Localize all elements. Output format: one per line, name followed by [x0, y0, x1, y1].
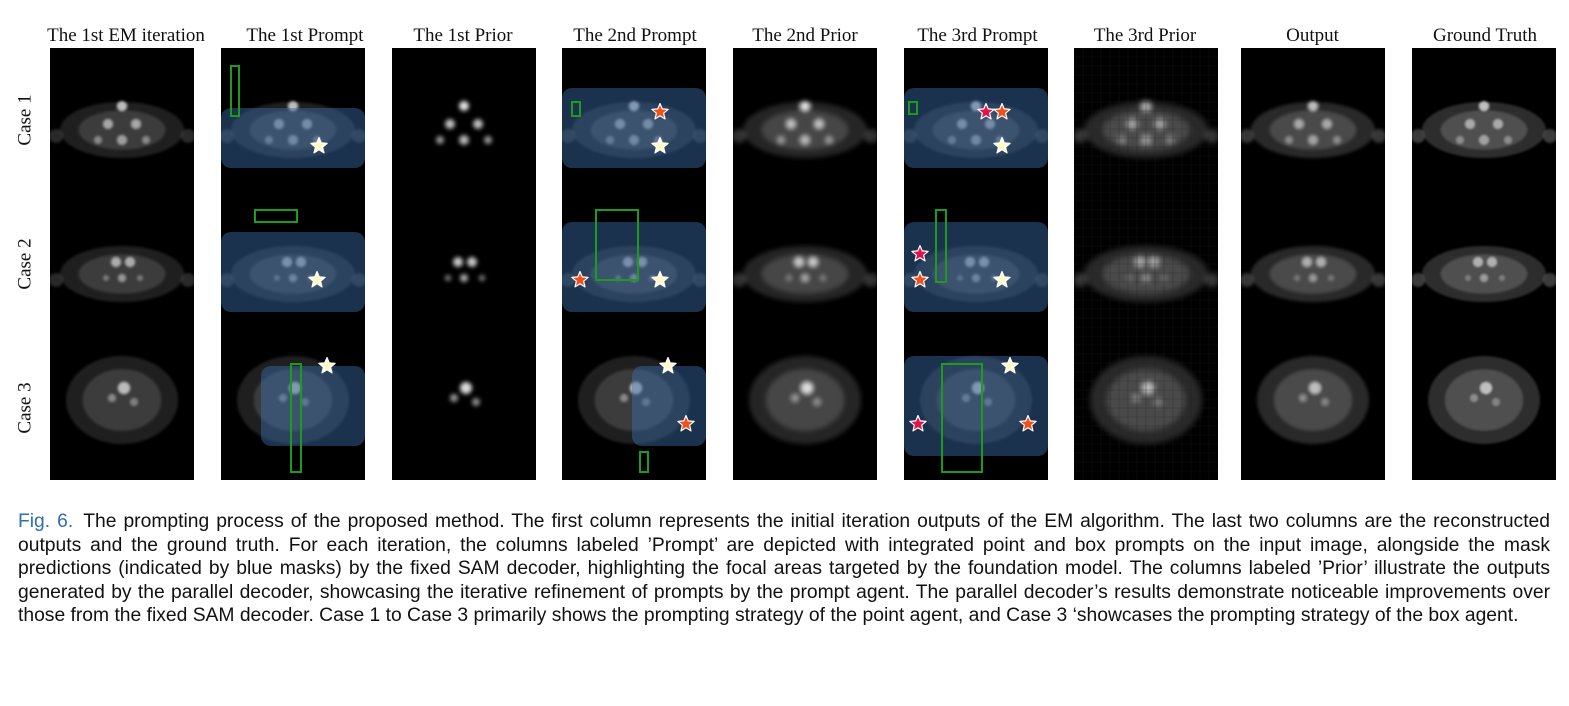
column-title-1st-prior: The 1st Prior: [413, 25, 513, 46]
image-cell: [392, 336, 536, 480]
box-prompt: [935, 209, 947, 283]
point-prompt-star-icon: [1019, 414, 1037, 432]
point-prompt-star-icon: [651, 270, 669, 288]
column-title-3rd-prompt: The 3rd Prompt: [917, 25, 1038, 46]
point-prompt-star-icon: [911, 244, 929, 262]
mask-overlay: [261, 366, 365, 446]
box-prompt: [290, 363, 302, 473]
point-prompt-star-icon: [318, 356, 336, 374]
image-cell: [392, 48, 536, 192]
box-prompt: [908, 101, 918, 115]
point-prompt-star-icon: [1001, 356, 1019, 374]
row-label-case-3: Case 3: [15, 382, 36, 434]
column-title-2nd-prompt: The 2nd Prompt: [573, 25, 697, 46]
row-label-case-2: Case 2: [15, 238, 36, 290]
image-cell: [50, 48, 194, 192]
column-title-output: Output: [1286, 25, 1339, 46]
mask-overlay: [562, 88, 706, 168]
point-prompt-star-icon: [993, 270, 1011, 288]
box-prompt: [571, 101, 581, 117]
point-prompt-star-icon: [909, 414, 927, 432]
mask-overlay: [221, 108, 365, 168]
point-prompt-star-icon: [651, 102, 669, 120]
figure-label: Fig. 6.: [18, 511, 74, 532]
image-cell: [1241, 336, 1385, 480]
box-prompt: [639, 451, 649, 473]
image-cell: [392, 192, 536, 336]
box-prompt: [595, 209, 639, 281]
image-cell: [1241, 48, 1385, 192]
image-cell: [1074, 192, 1218, 336]
image-cell: [50, 192, 194, 336]
image-cell: [221, 48, 365, 192]
mask-overlay: [904, 222, 1048, 312]
image-cell: [221, 336, 365, 480]
row-label-case-1: Case 1: [15, 94, 36, 146]
point-prompt-star-icon: [677, 414, 695, 432]
box-prompt: [254, 209, 298, 223]
mask-overlay: [632, 366, 706, 446]
point-prompt-star-icon: [993, 102, 1011, 120]
column-title-3rd-prior: The 3rd Prior: [1093, 25, 1197, 46]
box-prompt: [941, 363, 983, 473]
point-prompt-star-icon: [571, 270, 589, 288]
column-title-1st-em-iteration: The 1st EM iteration: [47, 25, 205, 46]
image-cell: [221, 192, 365, 336]
point-prompt-star-icon: [911, 270, 929, 288]
point-prompt-star-icon: [651, 136, 669, 154]
image-cell: [904, 48, 1048, 192]
image-cell: [733, 192, 877, 336]
image-cell: [562, 192, 706, 336]
image-cell: [1074, 336, 1218, 480]
image-cell: [733, 48, 877, 192]
mask-overlay: [904, 88, 1048, 168]
caption-text: The prompting process of the proposed me…: [18, 511, 1550, 626]
point-prompt-star-icon: [308, 270, 326, 288]
image-cell: [562, 48, 706, 192]
image-cell: [904, 336, 1048, 480]
image-cell: [1412, 336, 1556, 480]
image-cell: [562, 336, 706, 480]
column-title-2nd-prior: The 2nd Prior: [752, 25, 858, 46]
figure-caption: Fig. 6.The prompting process of the prop…: [18, 510, 1550, 628]
mask-overlay: [562, 222, 706, 312]
image-cell: [50, 336, 194, 480]
point-prompt-star-icon: [310, 136, 328, 154]
image-cell: [1412, 48, 1556, 192]
image-cell: [1412, 192, 1556, 336]
image-cell: [1074, 48, 1218, 192]
point-prompt-star-icon: [977, 102, 995, 120]
point-prompt-star-icon: [993, 136, 1011, 154]
box-prompt: [230, 65, 240, 117]
column-title-1st-prompt: The 1st Prompt: [246, 25, 364, 46]
mask-overlay: [904, 356, 1048, 456]
point-prompt-star-icon: [659, 356, 677, 374]
mask-overlay: [221, 232, 365, 312]
column-title-ground-truth: Ground Truth: [1433, 25, 1537, 46]
image-cell: [1241, 192, 1385, 336]
image-cell: [733, 336, 877, 480]
image-cell: [904, 192, 1048, 336]
